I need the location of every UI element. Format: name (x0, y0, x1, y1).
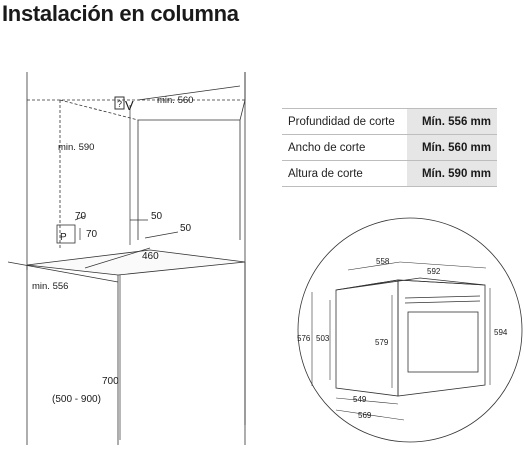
row-value: Mín. 590 mm (407, 160, 497, 187)
row-label: Altura de corte (282, 160, 407, 187)
back-gap-label: 50 (180, 223, 192, 234)
warning-icon (114, 96, 125, 110)
row-value: Mín. 560 mm (407, 134, 497, 161)
shelf-dimension-line (84, 247, 151, 269)
oven-height-inner: 579 (375, 338, 389, 347)
side-gap-label: 50 (151, 211, 163, 222)
svg-text:?: ? (117, 99, 122, 109)
oven-depth-total: 569 (358, 411, 372, 420)
oven-height-body: 503 (316, 334, 330, 343)
row-value: Mín. 556 mm (407, 108, 497, 135)
vent-width-label: 70 (75, 211, 87, 222)
oven-width-body: 558 (376, 257, 390, 266)
oven-window (407, 311, 479, 373)
oven-height-total: 594 (494, 328, 508, 337)
vent-label: P (60, 232, 67, 243)
mount-height-label: 700 (102, 376, 119, 387)
niche-inner-frame (138, 119, 241, 240)
table-row: Altura de corte Mín. 590 mm (282, 160, 497, 187)
table-row: Ancho de corte Mín. 560 mm (282, 134, 497, 161)
depth-dimension-line (7, 261, 119, 283)
oven-width-outer: 592 (427, 267, 441, 276)
oven-detail-circle (297, 217, 523, 443)
oven-depth-body: 549 (353, 395, 367, 404)
oven-handle (404, 295, 481, 299)
vent-height-label: 70 (86, 229, 98, 240)
row-label: Profundidad de corte (282, 108, 407, 135)
oven-height-front: 576 (297, 334, 311, 343)
depth-min-label: min. 556 (32, 281, 68, 292)
width-min-label: min. 560 (157, 95, 193, 106)
svg-text:V: V (125, 98, 134, 113)
height-min-label: min. 590 (58, 142, 94, 153)
shelf-depth-label: 460 (142, 251, 159, 262)
row-label: Ancho de corte (282, 134, 407, 161)
page-title: Instalación en columna (2, 1, 239, 26)
width-dimension-line (137, 85, 241, 101)
table-row: Profundidad de corte Mín. 556 mm (282, 108, 497, 135)
cut-dimensions-table: Profundidad de corte Mín. 556 mm Ancho d… (282, 108, 497, 187)
oven-side (335, 279, 399, 397)
mount-range-label: (500 - 900) (52, 394, 101, 405)
vent-opening (56, 224, 76, 244)
